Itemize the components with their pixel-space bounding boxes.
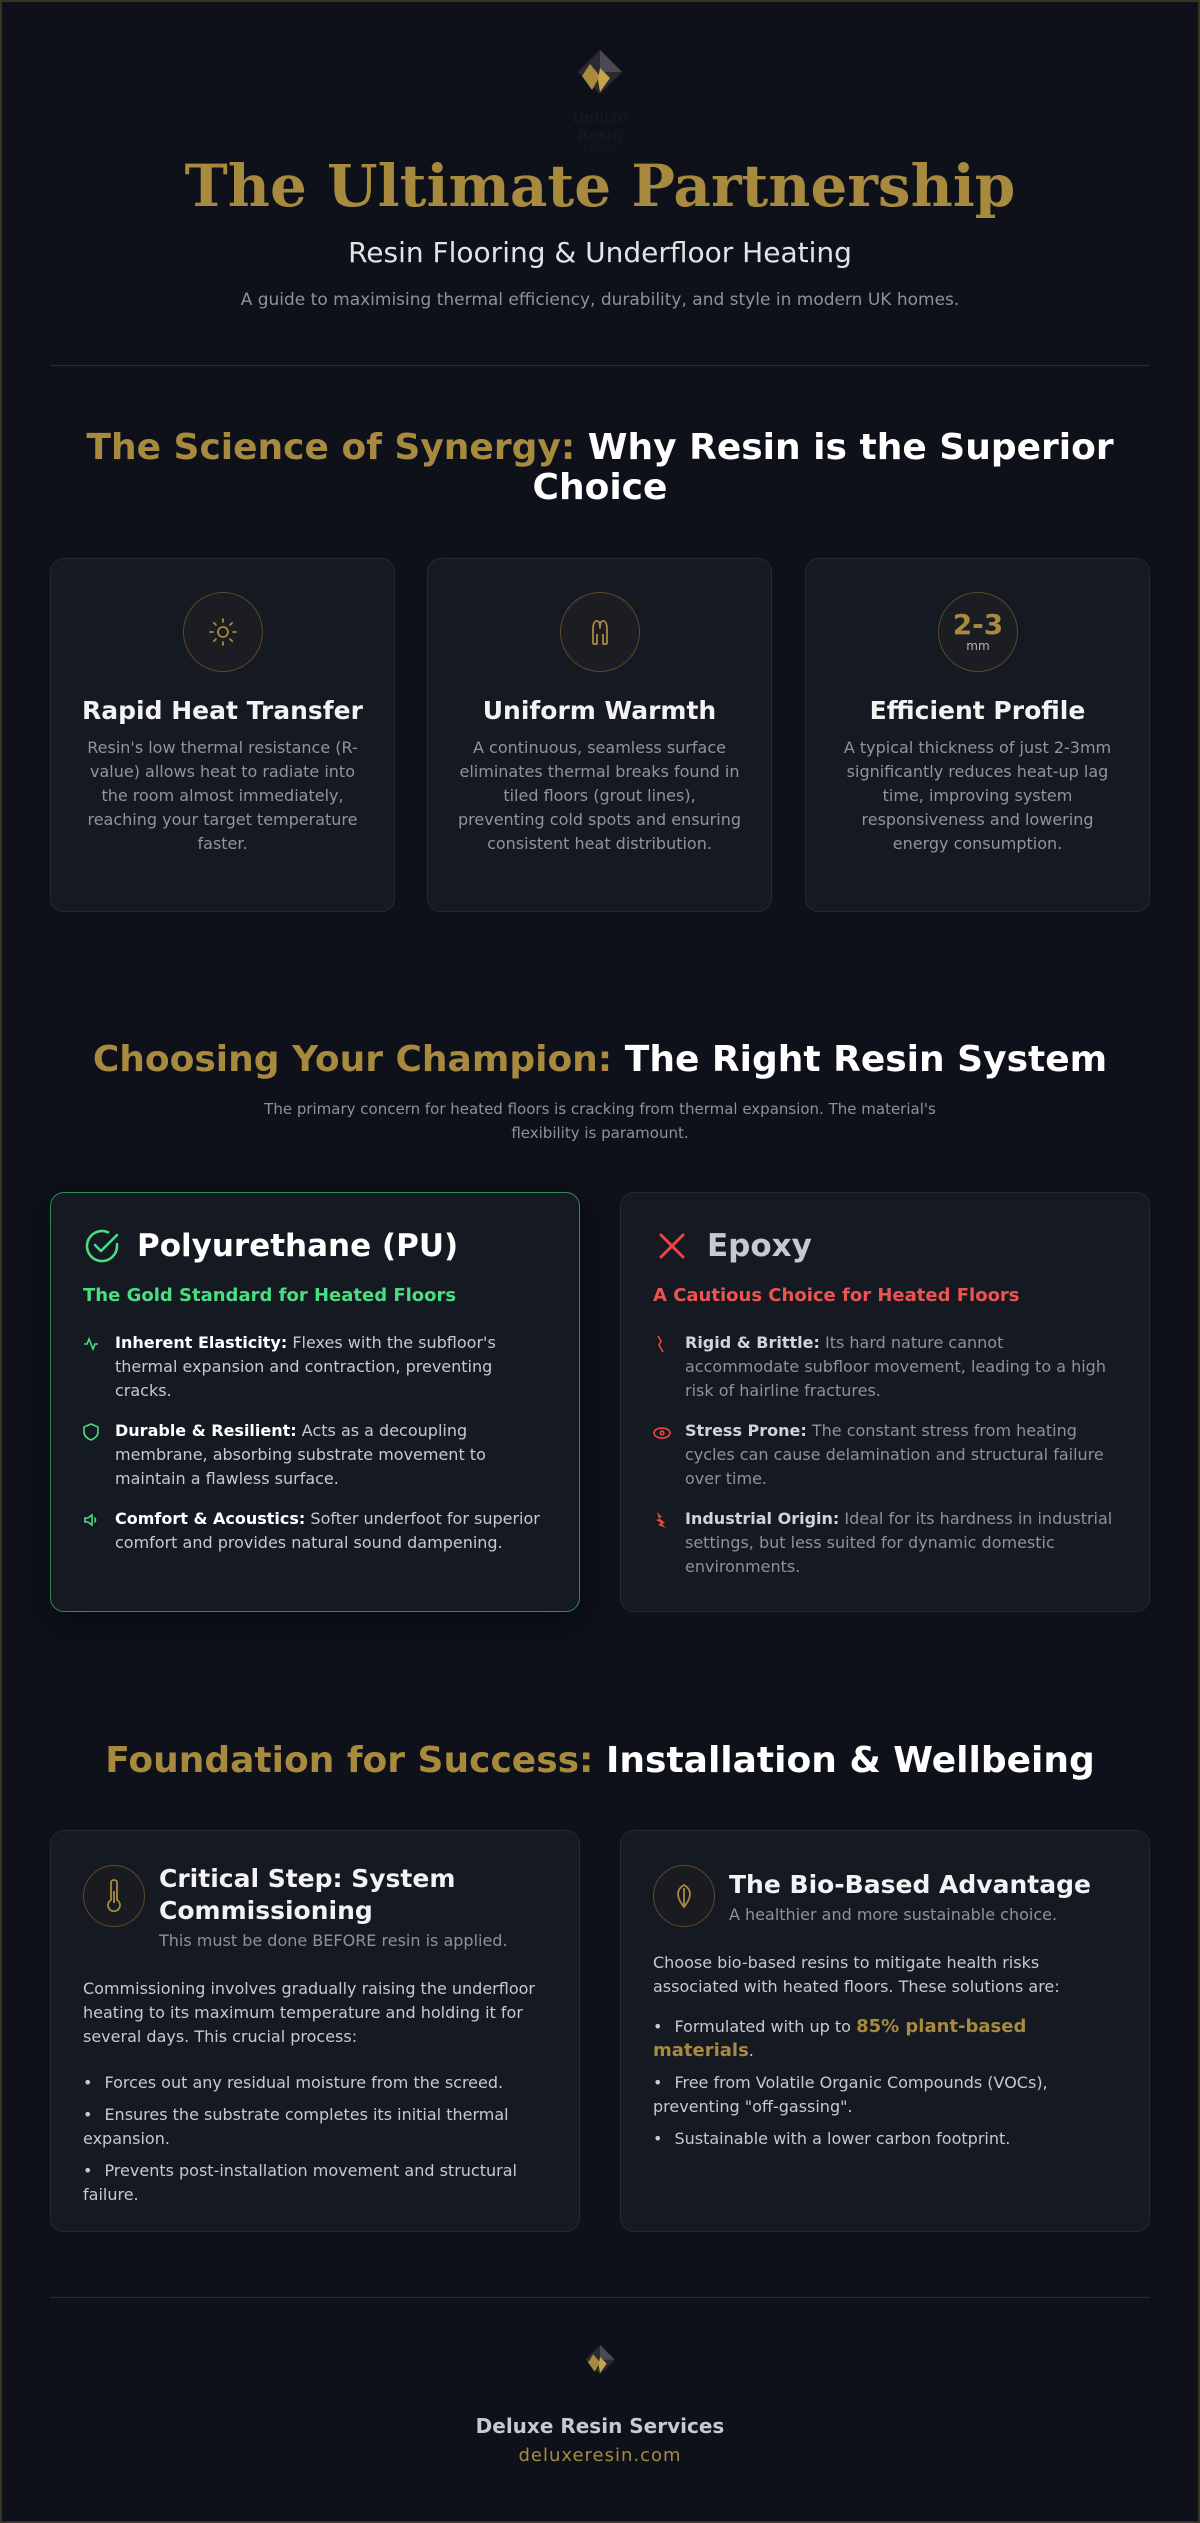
pu-subtitle: The Gold Standard for Heated Floors [83, 1285, 457, 1306]
radiator-icon [560, 592, 640, 672]
list-item: Ensures the substrate completes its init… [83, 2103, 551, 2151]
foundation-title-white: Installation & Wellbeing [606, 1740, 1095, 1781]
science-card-efficient-profile: 2-3 mm Efficient Profile A typical thick… [805, 558, 1150, 912]
pu-card-header: Polyurethane (PU) [83, 1227, 458, 1265]
shield-icon [83, 1419, 115, 1491]
item-label: Inherent Elasticity: [115, 1333, 288, 1352]
list-item: Industrial Origin: Ideal for its hardnes… [653, 1507, 1119, 1579]
commissioning-card: Critical Step: System Commissioning This… [50, 1830, 580, 2232]
list-item: Prevents post-installation movement and … [83, 2159, 551, 2207]
list-item: Forces out any residual moisture from th… [83, 2071, 551, 2095]
bio-list: Formulated with up to 85% plant-based ma… [653, 2015, 1121, 2159]
item-label: Industrial Origin: [685, 1509, 840, 1528]
champion-title-gold: Choosing Your Champion: [92, 1039, 613, 1080]
commissioning-note: This must be done BEFORE resin is applie… [159, 1931, 508, 1950]
diamond-logo-icon [578, 50, 622, 94]
commissioning-list: Forces out any residual moisture from th… [83, 2071, 551, 2215]
item-text: Acts as a decoupling membrane, absorbing… [115, 1421, 486, 1488]
epoxy-card-header: Epoxy [653, 1227, 812, 1265]
epoxy-title: Epoxy [707, 1228, 812, 1264]
science-card-heat-transfer: Rapid Heat Transfer Resin's low thermal … [50, 558, 395, 912]
plant-based-highlight: 85% plant-based materials [653, 2016, 1027, 2061]
list-item: Rigid & Brittle: Its hard nature cannot … [653, 1331, 1119, 1403]
list-item: Free from Volatile Organic Compounds (VO… [653, 2071, 1121, 2119]
card-title: Uniform Warmth [482, 696, 717, 725]
thickness-badge: 2-3 mm [938, 592, 1018, 672]
item-text: The constant stress from heating cycles … [685, 1421, 1104, 1488]
footer-company-name: Deluxe Resin Services [475, 2414, 725, 2438]
page-subtitle: Resin Flooring & Underfloor Heating [348, 236, 852, 269]
item-label: Stress Prone: [685, 1421, 807, 1440]
science-title-gold: The Science of Synergy: [86, 427, 576, 468]
check-circle-icon [85, 1229, 119, 1263]
thermometer-icon [83, 1865, 145, 1927]
bio-note: A healthier and more sustainable choice. [729, 1905, 1058, 1924]
close-icon [659, 1233, 685, 1259]
bio-body: Choose bio-based resins to mitigate heal… [653, 1953, 1060, 1996]
card-text: A continuous, seamless surface eliminate… [458, 738, 741, 853]
divider [50, 365, 1150, 366]
bio-title: The Bio-Based Advantage [729, 1870, 1091, 1899]
epoxy-subtitle: A Cautious Choice for Heated Floors [653, 1285, 1020, 1306]
divider [50, 2297, 1150, 2298]
item-label: Durable & Resilient: [115, 1421, 297, 1440]
item-text: Its hard nature cannot accommodate subfl… [685, 1333, 1106, 1400]
activity-icon [83, 1331, 115, 1403]
item-text: Softer underfoot for superior comfort an… [115, 1509, 540, 1552]
commissioning-title: Critical Step: System Commissioning [159, 1864, 456, 1925]
leaf-icon [653, 1865, 715, 1927]
champion-title-white: The Right Resin System [624, 1039, 1108, 1080]
card-title: Rapid Heat Transfer [82, 696, 363, 725]
list-item: Inherent Elasticity: Flexes with the sub… [83, 1331, 549, 1403]
sun-icon [183, 592, 263, 672]
logo-subtext: SERVICES [577, 145, 623, 152]
bio-based-card: The Bio-Based Advantage A healthier and … [620, 1830, 1150, 2232]
epoxy-card: Epoxy A Cautious Choice for Heated Floor… [620, 1192, 1150, 1612]
commissioning-body: Commissioning involves gradually raising… [83, 1979, 535, 2046]
crack-icon [653, 1331, 685, 1403]
pu-card: Polyurethane (PU) The Gold Standard for … [50, 1192, 580, 1612]
science-section-title: The Science of Synergy: Why Resin is the… [50, 428, 1150, 508]
footer-website-link[interactable]: deluxeresin.com [518, 2445, 682, 2466]
item-label: Comfort & Acoustics: [115, 1509, 306, 1528]
brand-logo[interactable]: Deluxe Resin SERVICES [550, 46, 650, 152]
speaker-icon [83, 1507, 115, 1555]
foundation-title-gold: Foundation for Success: [105, 1740, 594, 1781]
thickness-unit: mm [966, 639, 990, 653]
diamond-logo-icon [585, 2345, 615, 2375]
thickness-value: 2-3 [952, 608, 1004, 641]
list-item: Comfort & Acoustics: Softer underfoot fo… [83, 1507, 549, 1555]
pu-benefit-list: Inherent Elasticity: Flexes with the sub… [83, 1331, 549, 1571]
list-item: Durable & Resilient: Acts as a decouplin… [83, 1419, 549, 1491]
item-text: Ideal for its hardness in industrial set… [685, 1509, 1113, 1576]
champion-section-title: Choosing Your Champion: The Right Resin … [50, 1040, 1150, 1080]
logo-text: Deluxe Resin [572, 108, 628, 144]
pu-title: Polyurethane (PU) [137, 1228, 459, 1264]
item-label: Rigid & Brittle: [685, 1333, 820, 1352]
card-text: A typical thickness of just 2-3mm signif… [843, 738, 1112, 853]
science-card-uniform-warmth: Uniform Warmth A continuous, seamless su… [427, 558, 772, 912]
science-title-white: Why Resin is the Superior Choice [532, 427, 1114, 508]
list-item: Stress Prone: The constant stress from h… [653, 1419, 1119, 1491]
list-item: Formulated with up to 85% plant-based ma… [653, 2015, 1121, 2063]
page-tagline: A guide to maximising thermal efficiency… [240, 290, 960, 310]
factory-icon [653, 1507, 685, 1579]
card-text: Resin's low thermal resistance (R-value)… [87, 738, 358, 853]
item-text: Flexes with the subfloor's thermal expan… [115, 1333, 496, 1400]
foundation-section-title: Foundation for Success: Installation & W… [50, 1741, 1150, 1781]
epoxy-drawback-list: Rigid & Brittle: Its hard nature cannot … [653, 1331, 1119, 1595]
item-text-end: . [748, 2041, 754, 2060]
list-item: Sustainable with a lower carbon footprin… [653, 2127, 1121, 2151]
item-text: Formulated with up to [674, 2017, 851, 2036]
champion-description: The primary concern for heated floors is… [264, 1100, 936, 1142]
card-title: Efficient Profile [869, 696, 1086, 725]
eye-icon [653, 1419, 685, 1491]
footer-logo[interactable] [575, 2340, 625, 2390]
page-title: The Ultimate Partnership [184, 152, 1016, 220]
